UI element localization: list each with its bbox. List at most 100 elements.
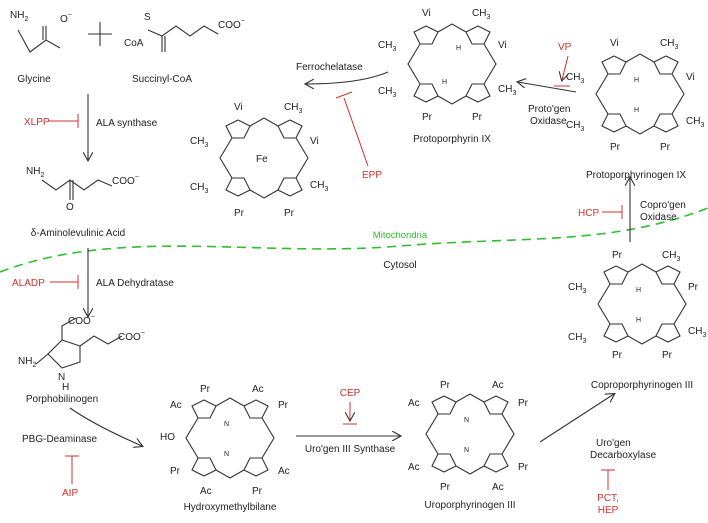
coprogen-oxidase-label-1: Copro'gen — [640, 200, 686, 211]
svg-text:Ac: Ac — [170, 400, 182, 411]
ala-structure: NH2 O COO− — [26, 166, 139, 213]
svg-text:N: N — [224, 451, 229, 458]
svg-text:N: N — [464, 417, 469, 424]
svg-text:Pr: Pr — [662, 350, 673, 361]
pbg-deaminase-label: PBG-Deaminase — [22, 434, 97, 445]
plus-sign — [88, 22, 112, 46]
svg-text:S: S — [144, 12, 151, 23]
cytosol-label: Cytosol — [383, 260, 416, 271]
svg-text:CH3: CH3 — [568, 282, 586, 295]
svg-text:O−: O− — [60, 12, 72, 25]
vp-inhibition — [562, 55, 568, 80]
svg-text:O: O — [66, 202, 74, 213]
protoporphyrin-label: Protoporphyrin IX — [413, 134, 491, 145]
svg-text:CH3: CH3 — [190, 182, 208, 195]
ferrochelatase-arrow — [306, 71, 389, 84]
mitochondria-label: Mitochondria — [373, 230, 428, 241]
svg-text:Pr: Pr — [234, 208, 245, 219]
aladp-label: ALADP — [12, 278, 45, 289]
svg-text:CH3: CH3 — [378, 86, 396, 99]
coproporphyrinogen-label: Coproporphyrinogen III — [591, 380, 693, 391]
uroporphyrinogen-label: Uroporphyrinogen III — [424, 500, 515, 511]
epp-label: EPP — [362, 170, 382, 181]
mitochondria-membrane — [0, 207, 708, 273]
svg-text:Pr: Pr — [472, 112, 483, 123]
svg-text:N: N — [224, 421, 229, 428]
svg-text:CH3: CH3 — [498, 84, 516, 97]
svg-text:Ac: Ac — [408, 398, 420, 409]
svg-text:COO−: COO− — [112, 174, 139, 187]
svg-text:CoA: CoA — [124, 38, 144, 49]
ala-label: δ-Aminolevulinic Acid — [31, 228, 126, 239]
svg-text:COO−: COO− — [68, 314, 95, 327]
epp-inhibition — [343, 97, 369, 167]
svg-text:Pr: Pr — [612, 350, 623, 361]
cep-label: CEP — [340, 388, 361, 399]
svg-text:Vi: Vi — [610, 38, 619, 49]
svg-text:Ac: Ac — [408, 462, 420, 473]
urogen-synthase-label: Uro'gen III Synthase — [305, 444, 396, 455]
svg-text:H: H — [442, 79, 447, 86]
svg-text:Pr: Pr — [688, 282, 699, 293]
svg-text:Pr: Pr — [612, 250, 623, 261]
svg-text:N: N — [58, 372, 65, 383]
glycine-structure: NH2 O− — [10, 10, 72, 53]
coproporphyrinogen-structure: Pr CH3 CH3 Pr CH3 CH3 Pr Pr H H — [568, 250, 706, 361]
svg-text:Vi: Vi — [498, 40, 507, 51]
svg-text:Pr: Pr — [200, 384, 211, 395]
pbg-deaminase-arrow — [69, 407, 142, 446]
svg-text:CH3: CH3 — [566, 120, 584, 133]
coprogen-oxidase-label-2: Oxidase — [640, 212, 677, 223]
svg-text:H: H — [62, 382, 69, 393]
svg-text:Pr: Pr — [660, 142, 671, 153]
svg-text:COO−: COO− — [218, 18, 245, 31]
ala-dehydratase-label: ALA Dehydratase — [96, 278, 174, 289]
svg-text:NH2: NH2 — [18, 356, 36, 369]
svg-text:CH3: CH3 — [568, 332, 586, 345]
svg-text:Pr: Pr — [278, 400, 289, 411]
epp-bar — [335, 91, 353, 99]
svg-text:HO: HO — [160, 432, 175, 443]
ala-synthase-label: ALA synthase — [96, 118, 158, 129]
svg-text:H: H — [636, 287, 641, 294]
svg-text:CH3: CH3 — [688, 326, 706, 339]
svg-text:H: H — [634, 107, 639, 114]
svg-text:Ac: Ac — [278, 466, 290, 477]
svg-text:Vi: Vi — [422, 8, 431, 19]
svg-text:H: H — [634, 77, 639, 84]
protoporphyrinogen-label: Protoporphyrinogen IX — [586, 170, 686, 181]
aip-label: AIP — [62, 488, 78, 499]
svg-text:CH3: CH3 — [662, 250, 680, 263]
succinyl-coa-label: Succinyl-CoA — [132, 74, 192, 85]
svg-text:Pr: Pr — [422, 112, 433, 123]
svg-text:Vi: Vi — [234, 102, 243, 113]
svg-text:H: H — [456, 45, 461, 52]
protoporphyrinogen-structure: Vi CH3 CH3 Vi CH3 CH3 Pr Pr H H — [566, 38, 704, 153]
svg-text:Pr: Pr — [440, 380, 451, 391]
svg-text:Vi: Vi — [310, 136, 319, 147]
svg-text:H: H — [636, 317, 641, 324]
heme-structure: Vi CH3 CH3 Vi CH3 CH3 Pr Pr Fe — [190, 102, 328, 219]
xlpp-label: XLPP — [24, 117, 50, 128]
svg-text:Pr: Pr — [518, 462, 529, 473]
protogen-oxidase-label-1: Proto'gen — [528, 104, 571, 115]
ferrochelatase-label: Ferrochelatase — [296, 62, 363, 73]
pct-label: PCT, — [597, 493, 619, 504]
svg-text:Vi: Vi — [686, 72, 695, 83]
svg-text:NH2: NH2 — [10, 10, 28, 23]
glycine-label: Glycine — [17, 74, 51, 85]
uroporphyrinogen-structure: Pr Ac Ac Pr Ac Pr Ac Pr N N — [408, 380, 529, 493]
svg-text:N: N — [464, 447, 469, 454]
svg-text:CH3: CH3 — [190, 136, 208, 149]
svg-text:NH2: NH2 — [26, 166, 44, 179]
svg-text:Pr: Pr — [284, 208, 295, 219]
protoporphyrin-structure: Vi CH3 CH3 Vi CH3 CH3 Pr Pr H H — [378, 8, 516, 123]
porphobilinogen-label: Porphobilinogen — [26, 394, 98, 405]
svg-text:Pr: Pr — [518, 398, 529, 409]
svg-text:CH3: CH3 — [284, 102, 302, 115]
urogen-decarboxylase-arrow — [539, 394, 614, 443]
svg-text:CH3: CH3 — [378, 40, 396, 53]
svg-text:Ac: Ac — [200, 486, 212, 497]
svg-text:CH3: CH3 — [660, 38, 678, 51]
